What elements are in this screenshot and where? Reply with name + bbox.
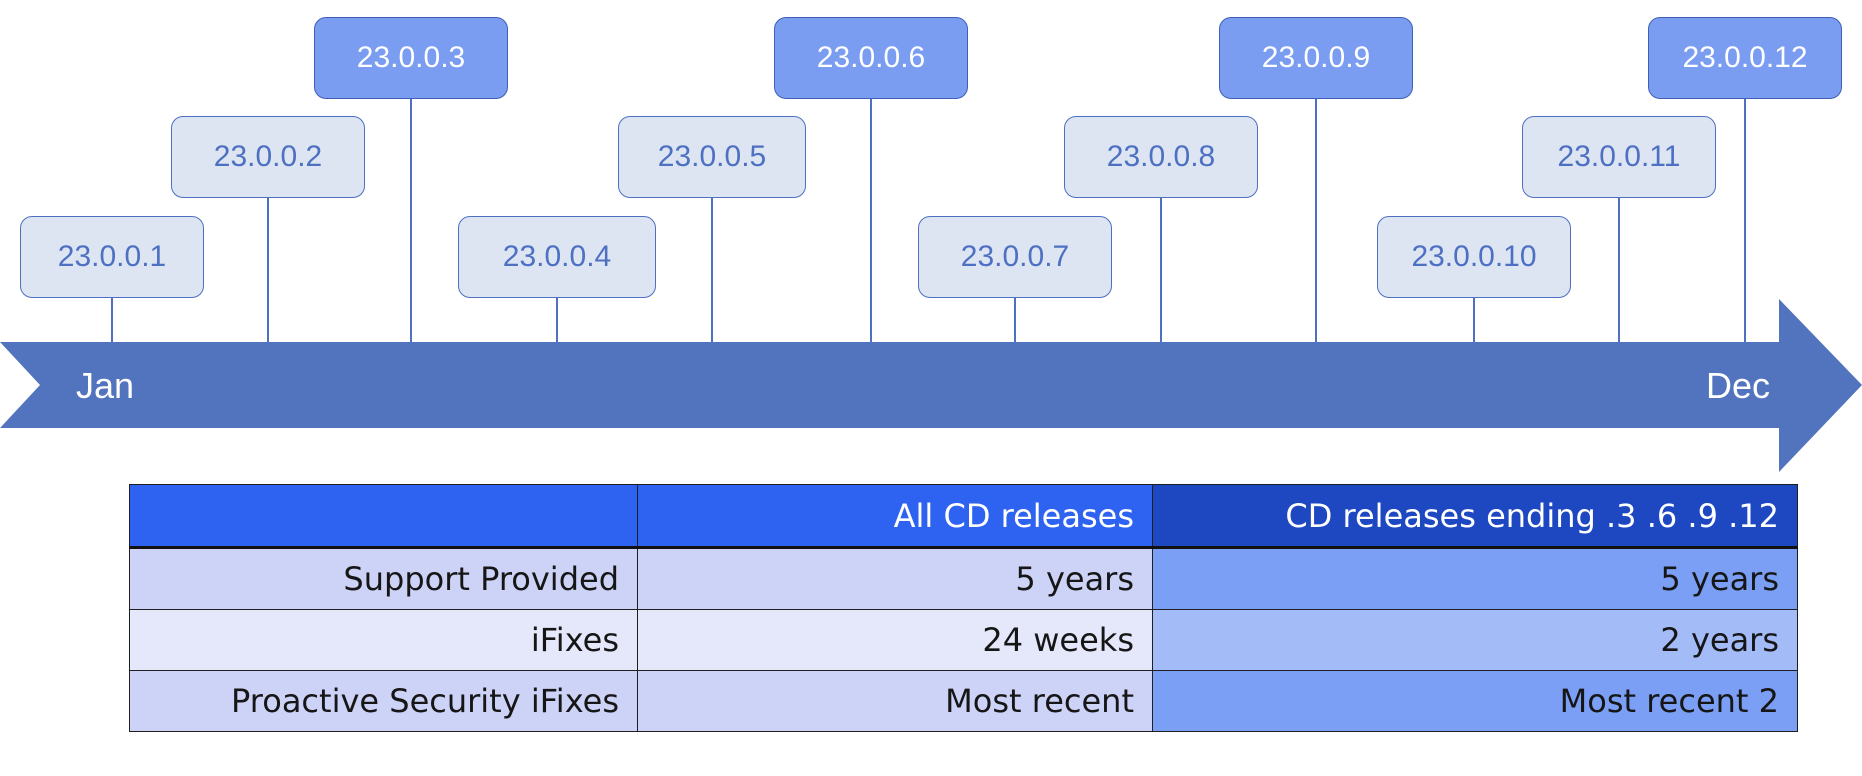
release-box: 23.0.0.11 bbox=[1522, 116, 1716, 198]
table-row: iFixes 24 weeks 2 years bbox=[129, 609, 1798, 671]
timeline-start-label: Jan bbox=[76, 365, 135, 406]
release-connector bbox=[556, 298, 558, 342]
release-box: 23.0.0.1 bbox=[20, 216, 204, 298]
release-box: 23.0.0.12 bbox=[1648, 17, 1842, 99]
all-cd-value: Most recent bbox=[637, 670, 1153, 732]
cd-ending-value: Most recent 2 bbox=[1152, 670, 1798, 732]
release-box: 23.0.0.7 bbox=[918, 216, 1112, 298]
table-header-row: All CD releases CD releases ending .3 .6… bbox=[129, 484, 1798, 549]
release-connector bbox=[1315, 99, 1317, 342]
table-header-cell bbox=[129, 484, 638, 549]
table-header-cd-ending: CD releases ending .3 .6 .9 .12 bbox=[1152, 484, 1798, 549]
release-connector bbox=[1744, 99, 1746, 342]
all-cd-value: 5 years bbox=[637, 547, 1153, 610]
cd-ending-value: 5 years bbox=[1152, 547, 1798, 610]
release-box: 23.0.0.6 bbox=[774, 17, 968, 99]
release-connector bbox=[267, 198, 269, 342]
release-box: 23.0.0.8 bbox=[1064, 116, 1258, 198]
table-header-all-cd: All CD releases bbox=[637, 484, 1153, 549]
release-box: 23.0.0.9 bbox=[1219, 17, 1413, 99]
timeline-end-label: Dec bbox=[1706, 365, 1771, 406]
release-connector bbox=[870, 99, 872, 342]
release-box: 23.0.0.2 bbox=[171, 116, 365, 198]
release-box: 23.0.0.3 bbox=[314, 17, 508, 99]
row-label: Support Provided bbox=[129, 547, 638, 610]
release-connector bbox=[1473, 298, 1475, 342]
table-row: Proactive Security iFixes Most recent Mo… bbox=[129, 670, 1798, 732]
release-connector bbox=[1014, 298, 1016, 342]
cd-ending-value: 2 years bbox=[1152, 609, 1798, 671]
all-cd-value: 24 weeks bbox=[637, 609, 1153, 671]
release-connector bbox=[1618, 198, 1620, 342]
release-box: 23.0.0.10 bbox=[1377, 216, 1571, 298]
row-label: iFixes bbox=[129, 609, 638, 671]
row-label: Proactive Security iFixes bbox=[129, 670, 638, 732]
support-policy-table: All CD releases CD releases ending .3 .6… bbox=[129, 484, 1798, 732]
release-connector bbox=[711, 198, 713, 342]
release-box: 23.0.0.4 bbox=[458, 216, 656, 298]
release-connector bbox=[1160, 198, 1162, 342]
release-connector bbox=[111, 298, 113, 342]
table-row: Support Provided 5 years 5 years bbox=[129, 547, 1798, 610]
release-box: 23.0.0.5 bbox=[618, 116, 806, 198]
release-connector bbox=[410, 99, 412, 342]
